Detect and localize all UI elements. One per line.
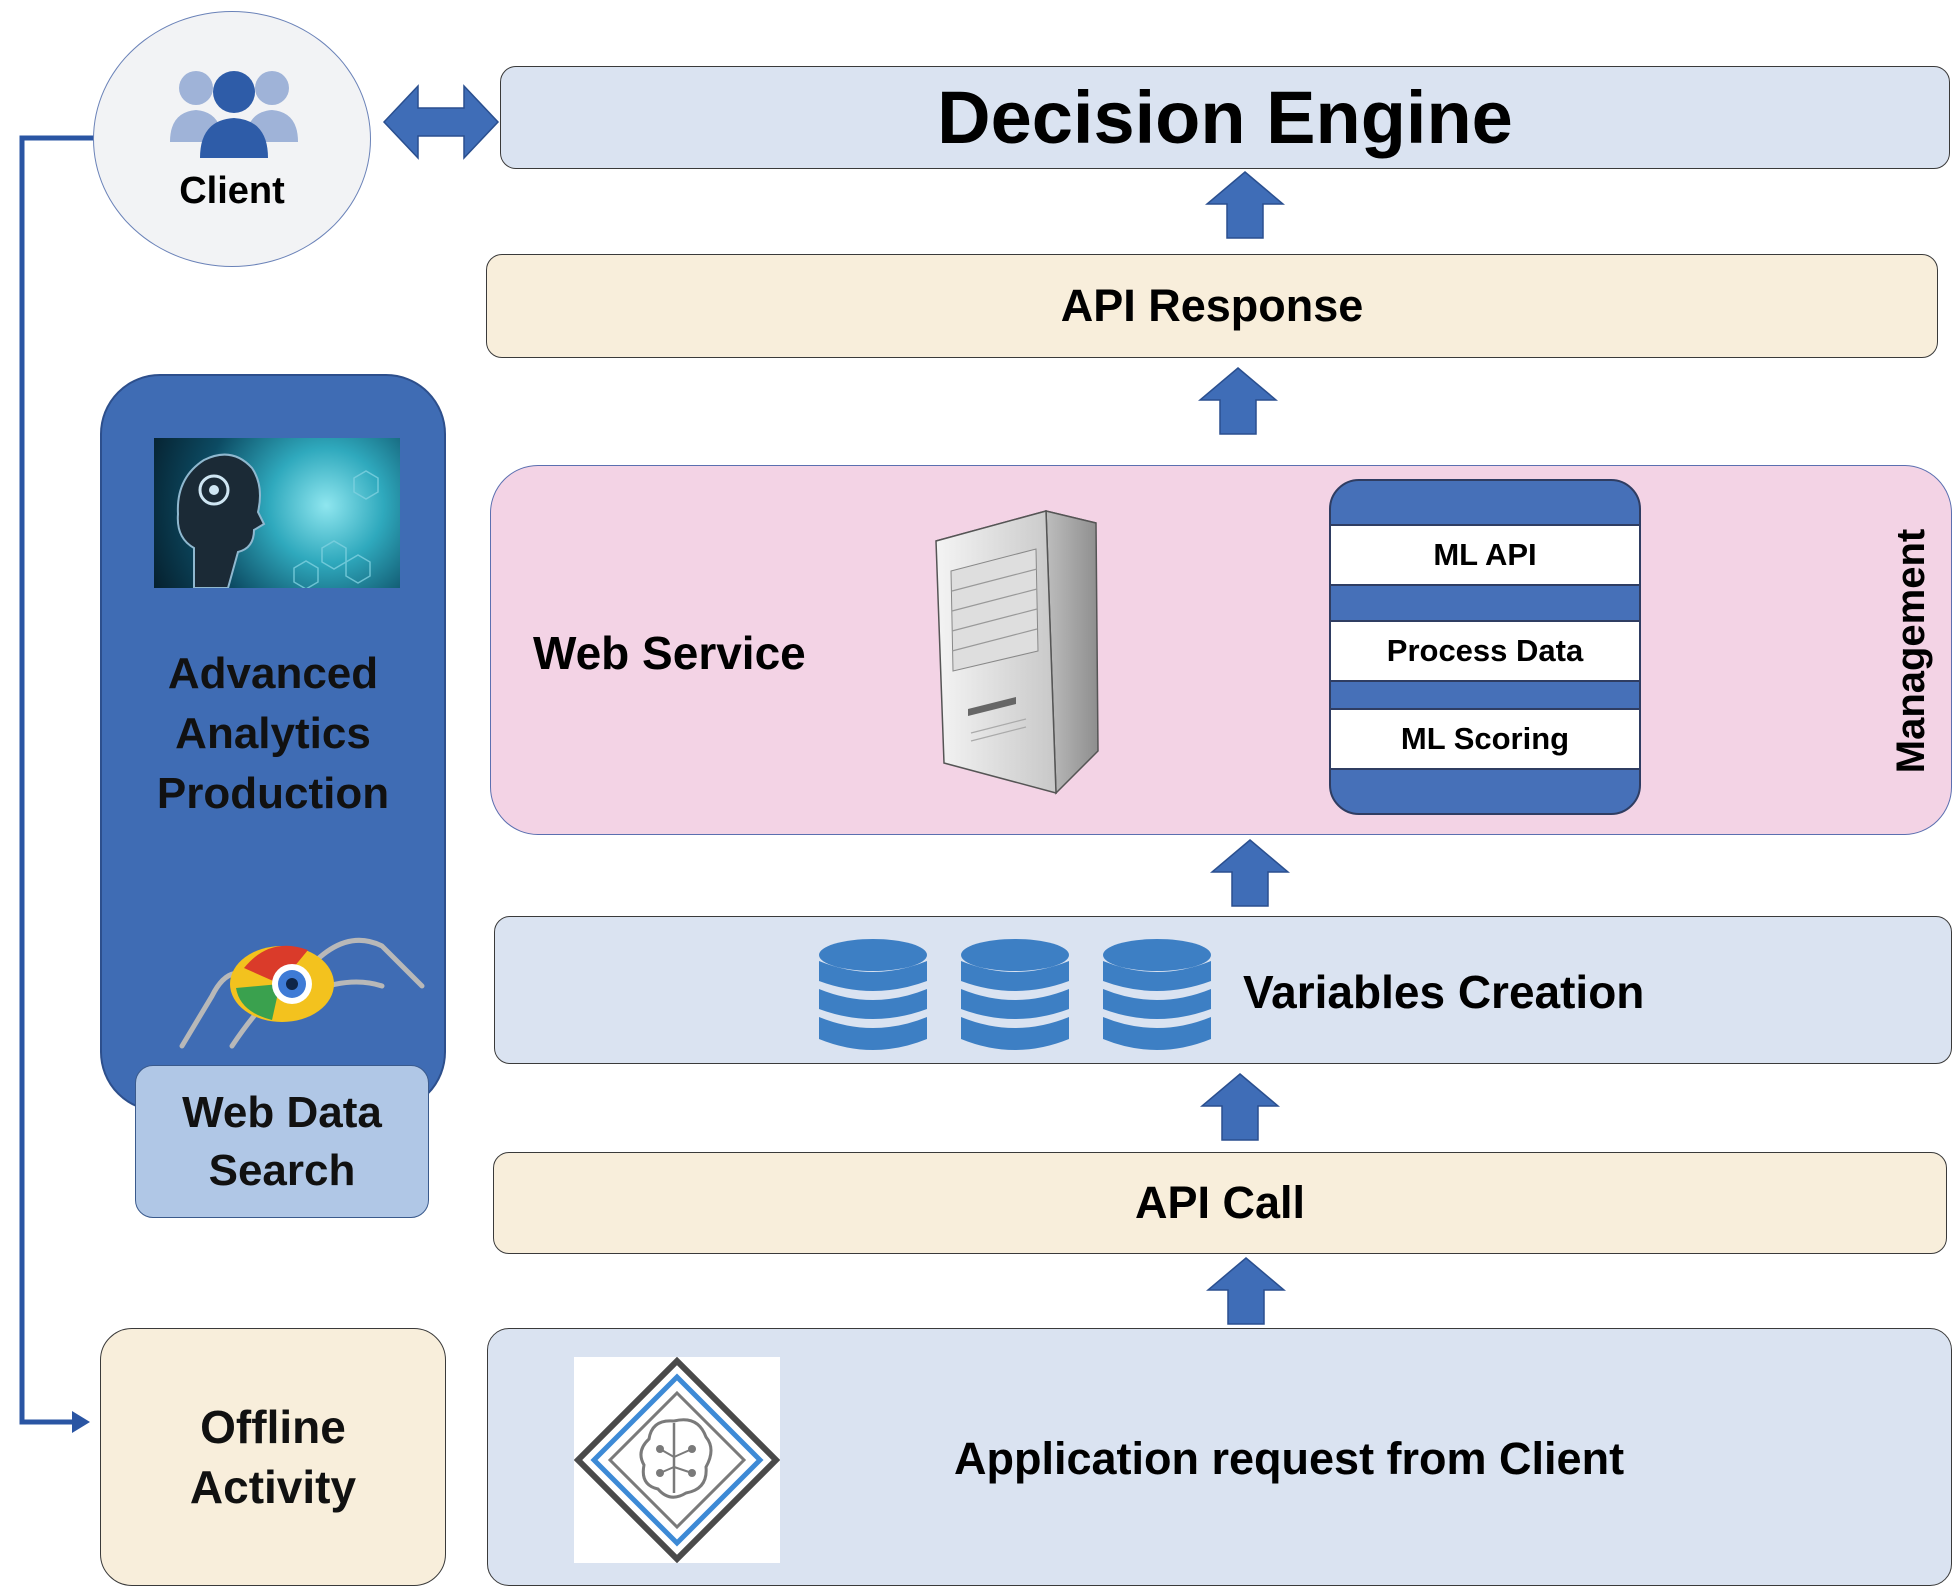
web-data-line1: Web Data (182, 1087, 382, 1137)
variables-creation-box[interactable]: Variables Creation (494, 916, 1952, 1064)
management-label: Management (1889, 528, 1933, 774)
ai-brain-icon (574, 1357, 780, 1563)
stack-item-ml-api[interactable]: ML API (1331, 524, 1639, 586)
analytics-panel[interactable]: Advanced Analytics Production (100, 374, 446, 1112)
up-arrow-icon (1206, 1257, 1286, 1325)
web-data-search-tab[interactable]: Web Data Search (135, 1065, 429, 1218)
api-response-box[interactable]: API Response (486, 254, 1938, 358)
decision-engine-label: Decision Engine (937, 76, 1513, 159)
decision-engine-box[interactable]: Decision Engine (500, 66, 1950, 169)
offline-line1: Offline (200, 1401, 346, 1453)
ml-stack: ML API Process Data ML Scoring (1329, 479, 1641, 815)
ai-brain-icon-frame (574, 1357, 780, 1563)
server-icon (935, 510, 1099, 795)
web-crawler-spider-icon (179, 937, 425, 1049)
api-call-box[interactable]: API Call (493, 1152, 1947, 1254)
database-icon (1103, 939, 1211, 1050)
offline-line2: Activity (189, 1461, 357, 1513)
analytics-title-line1: Advanced (167, 649, 379, 698)
offline-activity-box[interactable]: Offline Activity (100, 1328, 446, 1586)
users-icon (170, 71, 298, 158)
ai-head-image (154, 438, 400, 588)
stack-item-process-data[interactable]: Process Data (1331, 620, 1639, 682)
up-arrow-icon (1210, 839, 1290, 907)
double-arrow-icon (382, 84, 500, 160)
up-arrow-icon (1200, 1073, 1280, 1141)
web-service-box[interactable]: Web Service ML API Process Data ML Scori… (490, 465, 1952, 835)
robot-head-icon (176, 453, 379, 588)
stack-item-ml-scoring[interactable]: ML Scoring (1331, 708, 1639, 770)
api-call-label: API Call (1134, 1177, 1306, 1228)
analytics-title-line2: Analytics (175, 709, 371, 758)
client-node[interactable]: Client (93, 11, 371, 267)
analytics-title: Advanced Analytics Production (102, 644, 444, 824)
analytics-title-line3: Production (156, 769, 390, 818)
up-arrow-icon (1205, 171, 1285, 239)
api-response-label: API Response (1060, 280, 1364, 331)
client-label: Client (179, 170, 285, 212)
database-icon (961, 939, 1069, 1050)
application-request-box[interactable]: Application request from Client (487, 1328, 1952, 1586)
variables-creation-label: Variables Creation (1243, 966, 1645, 1018)
application-request-label: Application request from Client (954, 1433, 1625, 1484)
web-service-label: Web Service (533, 627, 806, 679)
web-data-line2: Search (208, 1145, 356, 1195)
up-arrow-icon (1198, 367, 1278, 435)
database-icon (819, 939, 927, 1050)
